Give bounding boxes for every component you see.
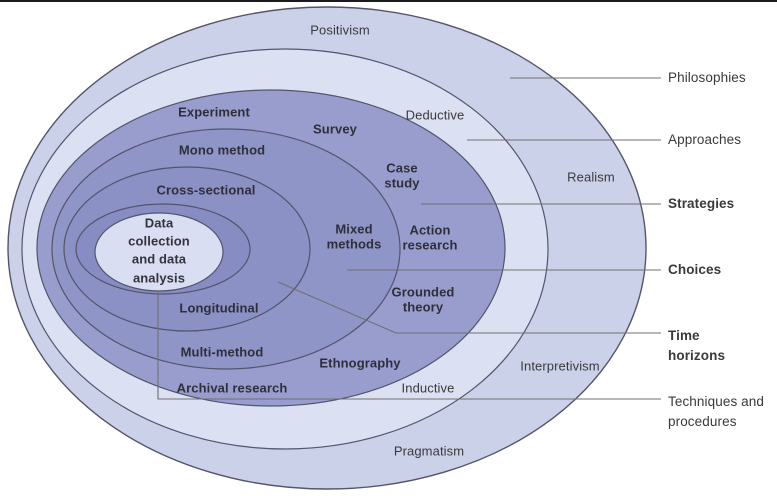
side-label-philosophies: Philosophies: [668, 70, 746, 85]
label-survey: Survey: [313, 121, 357, 137]
label-grounded-theory: Grounded theory: [391, 284, 455, 315]
label-case-study: Case study: [384, 160, 420, 191]
label-pragmatism: Pragmatism: [393, 443, 465, 459]
core-ellipse: [94, 212, 224, 292]
label-longitudinal: Longitudinal: [179, 300, 259, 316]
label-realism: Realism: [567, 169, 615, 185]
label-interpretivism: Interpretivism: [520, 358, 600, 374]
side-label-approaches: Approaches: [668, 132, 742, 147]
label-inductive: Inductive: [401, 380, 455, 396]
label-ethnography: Ethnography: [319, 355, 401, 371]
leader-line-techniques: [157, 290, 661, 400]
label-experiment: Experiment: [178, 104, 250, 120]
label-mixed-methods: Mixed methods: [326, 221, 382, 252]
side-label-techniques: Techniques and procedures: [668, 394, 764, 429]
label-core-data-collection: Data collection and data analysis: [128, 215, 190, 286]
label-archival-research: Archival research: [176, 380, 288, 396]
label-positivism: Positivism: [310, 22, 370, 38]
side-label-time-horizons: Time horizons: [668, 328, 726, 363]
leader-line-time-horizons: [277, 281, 661, 334]
label-deductive: Deductive: [405, 107, 465, 123]
label-cross-sectional: Cross-sectional: [156, 182, 256, 198]
label-multi-method: Multi-method: [180, 344, 264, 360]
label-mono-method: Mono method: [178, 142, 266, 158]
side-label-choices: Choices: [668, 262, 722, 277]
side-label-strategies: Strategies: [668, 196, 735, 211]
top-border-line: [0, 0, 777, 2]
label-action-research: Action research: [402, 222, 458, 253]
